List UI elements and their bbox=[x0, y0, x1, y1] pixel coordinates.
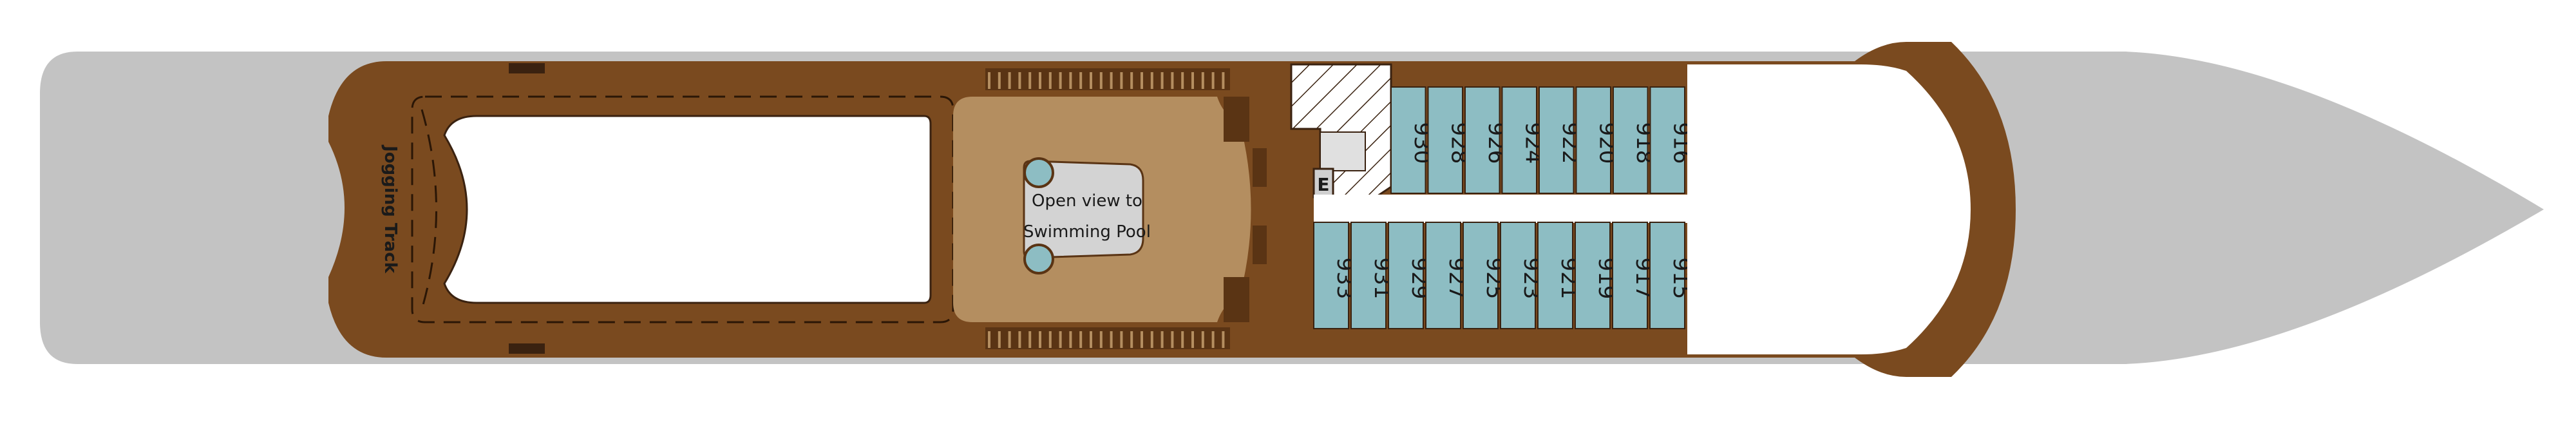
cabin-area bbox=[1575, 222, 1611, 329]
cabin-area bbox=[1537, 222, 1573, 329]
lounger bbox=[1160, 72, 1164, 89]
lounger bbox=[1130, 331, 1133, 348]
staircase bbox=[1320, 131, 1366, 171]
cabin-area bbox=[1649, 86, 1685, 194]
lounger bbox=[1048, 331, 1052, 348]
lounger bbox=[1181, 72, 1184, 89]
cabin-931[interactable]: 931 bbox=[1350, 222, 1395, 329]
cabin-area bbox=[1388, 222, 1424, 329]
lounger bbox=[1160, 331, 1164, 348]
lounger bbox=[1211, 331, 1215, 348]
lounger bbox=[1181, 331, 1184, 348]
lounger bbox=[1028, 72, 1032, 89]
jogging-track-label: Jogging Track bbox=[381, 144, 400, 274]
cabin-area bbox=[1390, 86, 1426, 194]
jogging-track-outline bbox=[411, 95, 954, 323]
whirlpool-bottom bbox=[1023, 244, 1054, 274]
cabin-926[interactable]: 926 bbox=[1464, 86, 1509, 194]
cabin-area bbox=[1313, 222, 1349, 329]
pool-label-line1: Open view to bbox=[1032, 191, 1142, 211]
cabin-923[interactable]: 923 bbox=[1500, 222, 1544, 329]
swimming-pool bbox=[1023, 160, 1144, 259]
whirlpool-top bbox=[1023, 157, 1054, 188]
cabin-area bbox=[1427, 86, 1463, 194]
open-deck-void bbox=[443, 115, 932, 304]
lounger bbox=[1222, 72, 1225, 89]
lounger bbox=[1141, 331, 1143, 348]
cabin-area bbox=[1464, 86, 1501, 194]
lounger bbox=[1120, 331, 1123, 348]
lounger bbox=[1008, 331, 1011, 348]
cabin-930[interactable]: 930 bbox=[1390, 86, 1435, 194]
cabin-927[interactable]: 927 bbox=[1425, 222, 1470, 329]
lounger bbox=[1201, 331, 1204, 348]
cabin-area bbox=[1350, 222, 1387, 329]
lounger bbox=[988, 331, 990, 348]
lounger bbox=[1079, 72, 1083, 89]
lounger bbox=[1099, 72, 1103, 89]
lounger bbox=[1130, 72, 1133, 89]
cabin-area bbox=[1501, 86, 1537, 194]
loungers-bottom bbox=[985, 327, 1230, 349]
lounger bbox=[1191, 72, 1194, 89]
lounger bbox=[988, 72, 990, 89]
lounger bbox=[1211, 72, 1215, 89]
jogging-track-aft-curve bbox=[421, 109, 437, 310]
lounger bbox=[1039, 72, 1041, 89]
cabin-area bbox=[1649, 222, 1685, 329]
lounger bbox=[1120, 72, 1123, 89]
lounger bbox=[1171, 72, 1174, 89]
lounger bbox=[1059, 331, 1062, 348]
lounger bbox=[1079, 331, 1083, 348]
lounger bbox=[1028, 331, 1032, 348]
lounger bbox=[1069, 331, 1072, 348]
lounger bbox=[1090, 72, 1092, 89]
cabin-924[interactable]: 924 bbox=[1501, 86, 1546, 194]
lounger bbox=[1150, 72, 1153, 89]
lounger bbox=[998, 331, 1001, 348]
lounger bbox=[1048, 72, 1052, 89]
pool-steps bbox=[1224, 97, 1267, 322]
lounger bbox=[1059, 72, 1062, 89]
lounger bbox=[1222, 331, 1225, 348]
lounger bbox=[998, 72, 1001, 89]
bow-deck bbox=[1687, 64, 1971, 354]
pool-label-line2: Swimming Pool bbox=[1023, 222, 1151, 242]
lounger bbox=[1018, 72, 1021, 89]
cabin-928[interactable]: 928 bbox=[1427, 86, 1472, 194]
vent-grille-top bbox=[509, 63, 545, 73]
cabin-area bbox=[1463, 222, 1499, 329]
lounger-marks bbox=[988, 72, 1225, 348]
cabin-area bbox=[1425, 222, 1461, 329]
lounger bbox=[1039, 331, 1041, 348]
lounger bbox=[1008, 72, 1011, 89]
lounger bbox=[1099, 331, 1103, 348]
corridor-main bbox=[1314, 195, 1687, 223]
vent-grille-bottom bbox=[509, 343, 545, 354]
lounger bbox=[1150, 331, 1153, 348]
cabin-area bbox=[1575, 86, 1611, 194]
lounger bbox=[1110, 331, 1113, 348]
cabin-area bbox=[1612, 222, 1648, 329]
cabin-area bbox=[1539, 86, 1575, 194]
elevator-label: E bbox=[1317, 174, 1329, 195]
lounger bbox=[1018, 331, 1021, 348]
cabin-area bbox=[1613, 86, 1649, 194]
loungers-top bbox=[985, 68, 1230, 90]
lounger bbox=[1090, 331, 1092, 348]
elevator-box bbox=[1312, 168, 1334, 198]
lounger bbox=[1141, 72, 1143, 89]
lounger bbox=[1110, 72, 1113, 89]
lounger bbox=[1191, 331, 1194, 348]
lounger bbox=[1069, 72, 1072, 89]
cabin-area bbox=[1500, 222, 1536, 329]
lounger bbox=[1201, 72, 1204, 89]
lounger bbox=[1171, 331, 1174, 348]
